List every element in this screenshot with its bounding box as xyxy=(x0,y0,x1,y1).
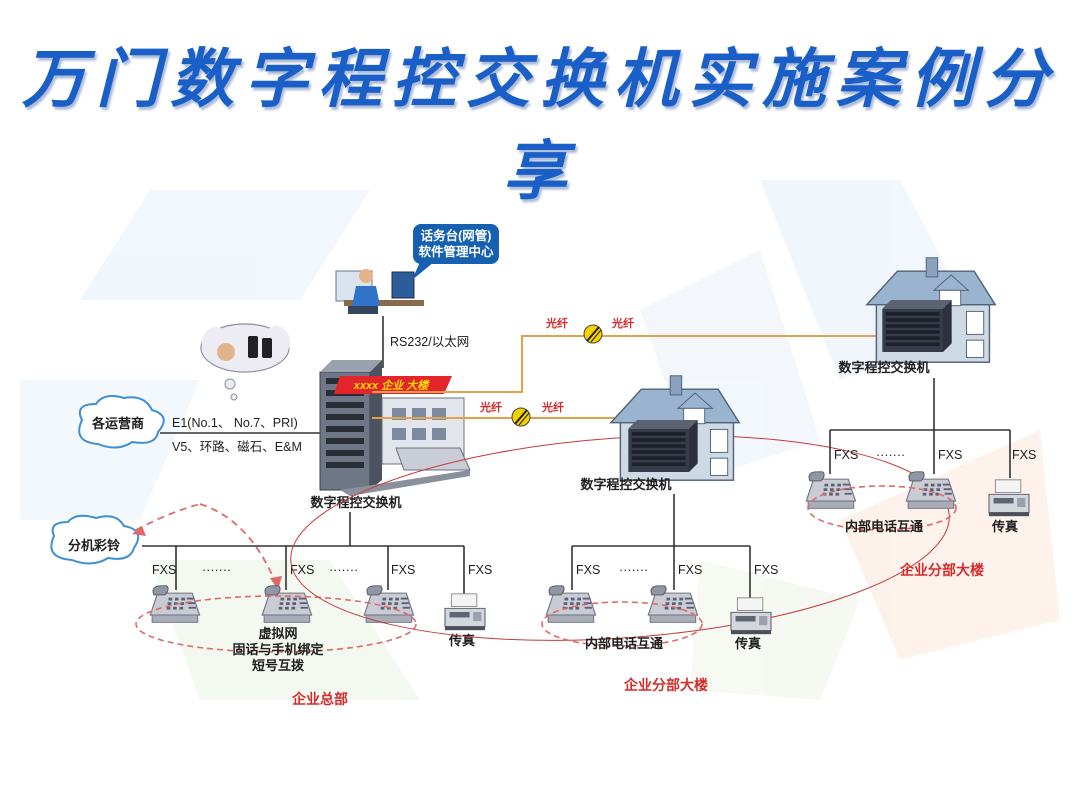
hq-ellipsis-1: ······· xyxy=(202,563,231,577)
branch-right-fax-label: 传真 xyxy=(991,519,1018,534)
management-bubble-line1: 话务台(网管) xyxy=(421,228,492,243)
carriers-cloud: 各运营商 xyxy=(78,395,165,449)
carriers-label: 各运营商 xyxy=(91,416,144,431)
branch-mid-port-3: FXS xyxy=(754,563,778,577)
hq-building-sign: xxxx 企业 大楼 xyxy=(353,379,431,392)
branch-mid-ellipsis: ······· xyxy=(619,563,648,577)
hq-port-1: FXS xyxy=(152,563,176,577)
fiber-bottom-left: 光纤 xyxy=(479,400,502,414)
management-station xyxy=(335,269,424,314)
branch-right-port-1: FXS xyxy=(834,448,858,462)
slide-title: 万门数字程控交换机实施案例分享 xyxy=(22,42,1058,209)
branch-mid-site-label: 企业分部大楼 xyxy=(623,677,708,693)
ring-back-cloud: 分机彩铃 xyxy=(50,514,140,565)
branch-mid-switch-icon xyxy=(628,420,698,472)
fiber-top-left: 光纤 xyxy=(545,316,568,330)
hq-switch-label: 数字程控交换机 xyxy=(310,495,401,510)
carriers-link-line1: E1(No.1、 No.7、PRI) xyxy=(172,416,298,430)
branch-right-site-label: 企业分部大楼 xyxy=(899,562,984,578)
branch-right-port-2: FXS xyxy=(938,448,962,462)
hq-phone-3 xyxy=(363,585,415,623)
hq-port-4: FXS xyxy=(468,563,492,577)
branch-right-ellipsis: ······· xyxy=(876,448,905,462)
mobile-thought-cloud xyxy=(200,323,290,401)
branch-right-intercom: 内部电话互通 xyxy=(845,519,923,534)
fiber-bottom-right: 光纤 xyxy=(541,400,564,414)
management-bubble: 话务台(网管) 软件管理中心 xyxy=(412,224,499,280)
hq-fax-icon xyxy=(444,593,486,631)
branch-right-port-3: FXS xyxy=(1012,448,1036,462)
branch-right-switch-label: 数字程控交换机 xyxy=(838,360,929,375)
hq-virtual-line1: 虚拟网 xyxy=(258,626,297,641)
branch-mid-port-1: FXS xyxy=(576,563,600,577)
hq-virtual-line2: 固话与手机绑定 xyxy=(232,642,323,657)
branch-mid-switch-label: 数字程控交换机 xyxy=(580,477,671,492)
management-link-label: RS232/以太网 xyxy=(390,334,469,349)
branch-mid-intercom: 内部电话互通 xyxy=(585,636,663,651)
fiber-splice-bottom xyxy=(511,407,531,427)
fiber-splice-top xyxy=(583,324,603,344)
fiber-top-right: 光纤 xyxy=(611,316,634,330)
hq-port-2: FXS xyxy=(290,563,314,577)
branch-mid-port-2: FXS xyxy=(678,563,702,577)
management-bubble-line2: 软件管理中心 xyxy=(418,244,494,259)
hq-port-3: FXS xyxy=(391,563,415,577)
branch-mid-fax-label: 传真 xyxy=(734,636,761,651)
carriers-link-line2: V5、环路、磁石、E&M xyxy=(172,439,302,454)
hq-ellipsis-2: ······· xyxy=(329,563,358,577)
hq-site-label: 企业总部 xyxy=(291,691,348,707)
branch-right-switch-icon xyxy=(882,300,952,352)
branch-right-phone-1 xyxy=(805,471,857,509)
hq-building: xxxx 企业 大楼 xyxy=(319,360,471,496)
ring-back-label: 分机彩铃 xyxy=(68,538,120,553)
hq-virtual-line3: 短号互拨 xyxy=(252,658,305,673)
